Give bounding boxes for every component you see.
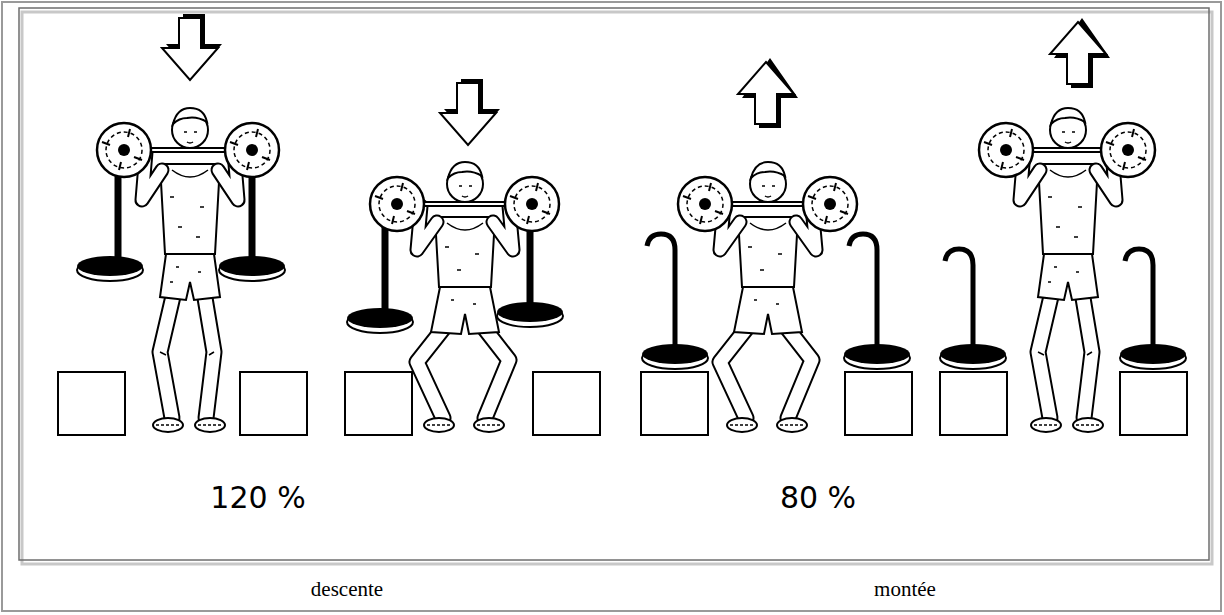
- support-boxes: [58, 372, 1187, 435]
- eccentric-start: [77, 14, 285, 432]
- load-percentage: 80 %: [780, 480, 856, 515]
- phase-label: descente: [311, 577, 383, 602]
- picture-frame: [19, 8, 1209, 560]
- load-percentage: 120 %: [210, 480, 305, 515]
- frame-shadow: [22, 12, 1212, 564]
- eccentric-end: [347, 79, 563, 432]
- concentric-end: [940, 18, 1186, 432]
- concentric-start: [642, 58, 910, 432]
- phase-label: montée: [874, 577, 936, 602]
